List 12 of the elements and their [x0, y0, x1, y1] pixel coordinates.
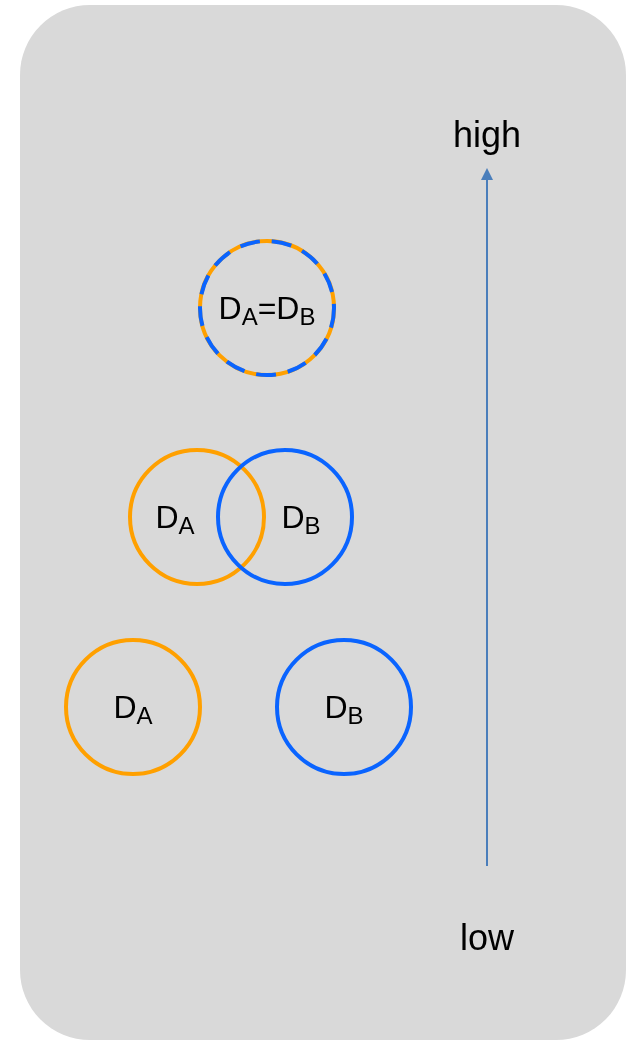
- set-circle: [64, 638, 202, 776]
- set-label: D$_{A}$: [113, 691, 153, 723]
- set-circle: [198, 239, 336, 377]
- scale-label: high: [452, 117, 522, 153]
- set-label: D$_{B}$: [324, 691, 364, 723]
- set-circle: [128, 448, 266, 586]
- set-label: D$_{A}$=D$_{B}$: [218, 292, 316, 324]
- set-circle: [216, 448, 354, 586]
- set-label: D$_{A}$: [155, 501, 195, 533]
- set-label: D$_{B}$: [281, 501, 321, 533]
- scale-label: low: [460, 920, 514, 956]
- set-circle: [275, 638, 413, 776]
